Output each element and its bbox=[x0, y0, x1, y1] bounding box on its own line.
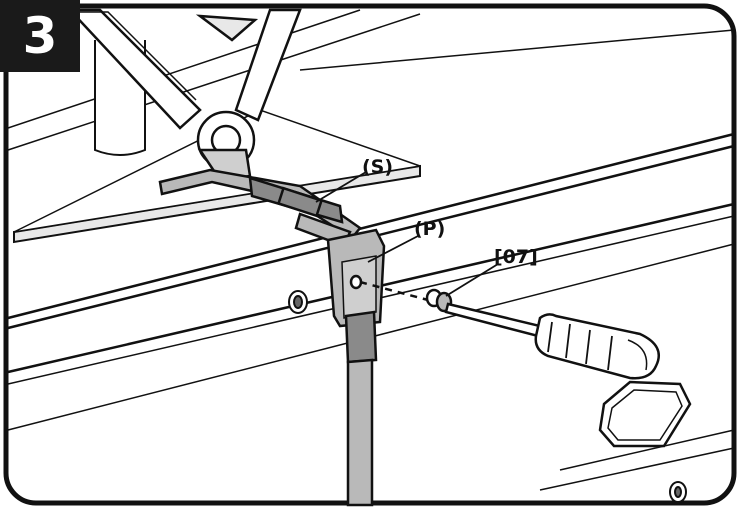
plate-callout-label: (P) bbox=[414, 218, 446, 240]
leader-lines bbox=[315, 171, 499, 297]
screwdriver bbox=[444, 302, 660, 380]
screw-callout-label: [07] bbox=[494, 246, 538, 268]
screw-hole bbox=[288, 290, 308, 314]
step-number-badge: 3 bbox=[0, 0, 80, 72]
handle-cutout bbox=[598, 380, 692, 448]
screw-hole-lower bbox=[669, 481, 687, 503]
pliers bbox=[67, 8, 302, 182]
bracket-plate bbox=[326, 228, 386, 507]
insertion-guide-line bbox=[359, 280, 429, 302]
shelf-background bbox=[7, 9, 735, 151]
strap-callout-label: (S) bbox=[362, 156, 394, 178]
